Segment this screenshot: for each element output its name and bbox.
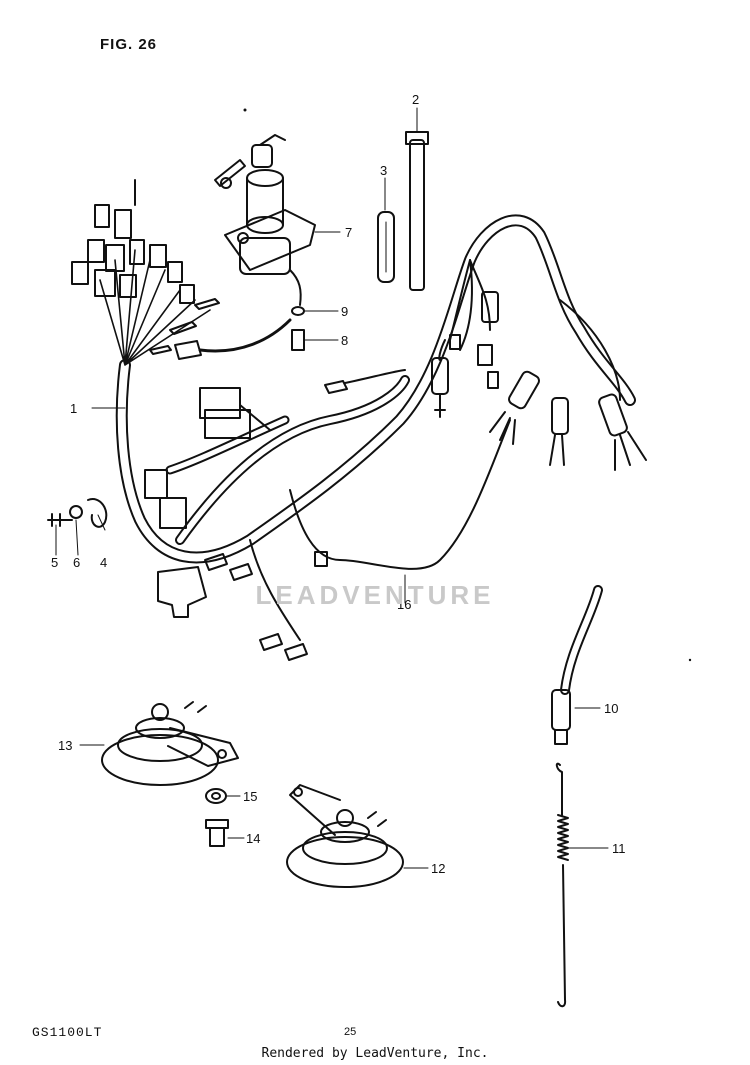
- wiring-harness[interactable]: [71, 179, 636, 661]
- horn-13[interactable]: [101, 701, 239, 786]
- credit-line: Rendered by LeadVenture, Inc.: [261, 1046, 489, 1061]
- horn-12[interactable]: [286, 784, 404, 888]
- cable-straps[interactable]: [377, 131, 429, 291]
- callout-9: 9: [341, 304, 348, 319]
- callout-12: 12: [431, 861, 445, 876]
- leader-lines: [55, 107, 609, 869]
- brake-light-switch[interactable]: [551, 585, 603, 1008]
- callout-15: 15: [243, 789, 257, 804]
- harness-branches[interactable]: [289, 259, 647, 570]
- small-parts[interactable]: [47, 306, 305, 847]
- callout-7: 7: [345, 225, 352, 240]
- model-code: GS1100LT: [32, 1025, 103, 1040]
- callout-3: 3: [380, 163, 387, 178]
- callout-2: 2: [412, 92, 419, 107]
- watermark: LEADVENTURE: [255, 580, 495, 610]
- stray-dots: [243, 108, 692, 662]
- callout-5: 5: [51, 555, 58, 570]
- callout-16: 16: [397, 597, 411, 612]
- callout-4: 4: [100, 555, 107, 570]
- callout-6: 6: [73, 555, 80, 570]
- ignition-switch[interactable]: [214, 134, 316, 306]
- callout-13: 13: [58, 738, 72, 753]
- figure-title: FIG. 26: [100, 36, 158, 53]
- callouts: 1 2 3 4 5 6 7 8 9 10 11 12 13 14 15 16: [51, 92, 626, 876]
- callout-11: 11: [612, 841, 626, 856]
- page-number: 25: [344, 1026, 357, 1038]
- callout-10: 10: [604, 701, 618, 716]
- callout-8: 8: [341, 333, 348, 348]
- callout-1: 1: [70, 401, 77, 416]
- callout-14: 14: [246, 831, 260, 846]
